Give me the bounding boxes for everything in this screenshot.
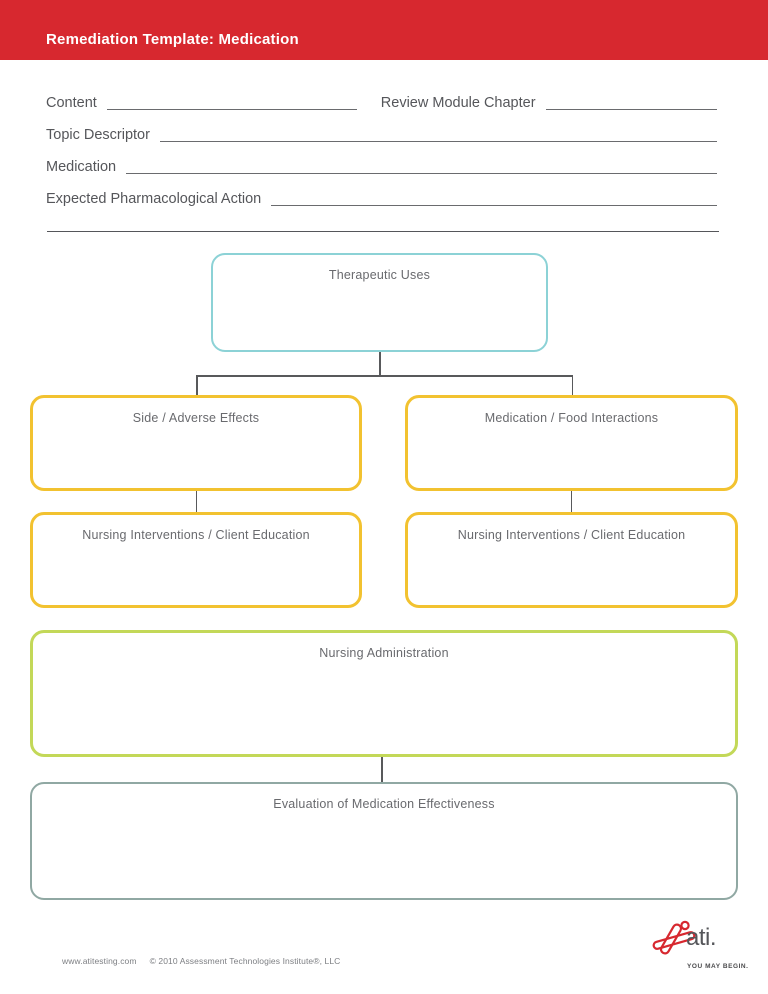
expected-pharmacological-action-label: Expected Pharmacological Action	[46, 191, 262, 207]
review-module-chapter-label: Review Module Chapter	[380, 95, 536, 111]
header-bar: Remediation Template: Medication	[0, 0, 768, 60]
ati-logo-text: ati.	[686, 924, 717, 951]
form-row-topic-descriptor: Topic Descriptor	[46, 124, 717, 144]
connector-drop-right	[571, 375, 574, 395]
box-side-adverse-effects-label: Side / Adverse Effects	[132, 411, 260, 425]
ati-tagline: YOU MAY BEGIN.	[687, 963, 749, 970]
connector-stub-right	[570, 491, 573, 512]
box-side-adverse-effects: Side / Adverse Effects	[30, 395, 362, 491]
footer-copyright: © 2010 Assessment Technologies Institute…	[149, 956, 341, 966]
ati-figure-icon	[652, 920, 700, 967]
page-title: Remediation Template: Medication	[46, 31, 299, 48]
form-row-medication: Medication	[46, 156, 717, 176]
medication-field-line	[126, 173, 717, 174]
expected-pharmacological-action-field-line	[271, 205, 717, 206]
section-separator	[47, 231, 719, 232]
ati-logo: ati. YOU MAY BEGIN.	[650, 918, 750, 976]
content-field-line	[106, 109, 357, 110]
form-row-expected-pharmacological-action: Expected Pharmacological Action	[46, 188, 717, 208]
box-therapeutic-uses-label: Therapeutic Uses	[328, 268, 431, 282]
form-row-content: Content Review Module Chapter	[46, 92, 717, 112]
box-evaluation-medication-effectiveness-label: Evaluation of Medication Effectiveness	[273, 797, 495, 811]
box-nursing-interventions-left: Nursing Interventions / Client Education	[30, 512, 362, 608]
footer-copyright-line: www.atitesting.com © 2010 Assessment Tec…	[62, 956, 340, 966]
box-medication-food-interactions-label: Medication / Food Interactions	[484, 411, 659, 425]
box-medication-food-interactions: Medication / Food Interactions	[405, 395, 738, 491]
box-nursing-administration: Nursing Administration	[30, 630, 738, 757]
topic-descriptor-field-line	[159, 141, 717, 142]
connector-stub-left	[195, 491, 198, 512]
connector-branch	[196, 375, 573, 377]
box-therapeutic-uses: Therapeutic Uses	[211, 253, 548, 352]
box-evaluation-medication-effectiveness: Evaluation of Medication Effectiveness	[30, 782, 738, 900]
footer-website: www.atitesting.com	[62, 956, 137, 966]
box-nursing-administration-label: Nursing Administration	[319, 646, 449, 660]
connector-stem	[379, 352, 381, 375]
box-nursing-interventions-right-label: Nursing Interventions / Client Education	[457, 528, 686, 542]
topic-descriptor-label: Topic Descriptor	[46, 127, 150, 143]
medication-label: Medication	[46, 159, 117, 175]
box-nursing-interventions-left-label: Nursing Interventions / Client Education	[82, 528, 310, 542]
box-nursing-interventions-right: Nursing Interventions / Client Education	[405, 512, 738, 608]
connector-stub-bottom	[381, 757, 383, 782]
connector-drop-left	[196, 375, 198, 395]
review-module-chapter-field-line	[545, 109, 717, 110]
content-label: Content	[46, 95, 97, 111]
